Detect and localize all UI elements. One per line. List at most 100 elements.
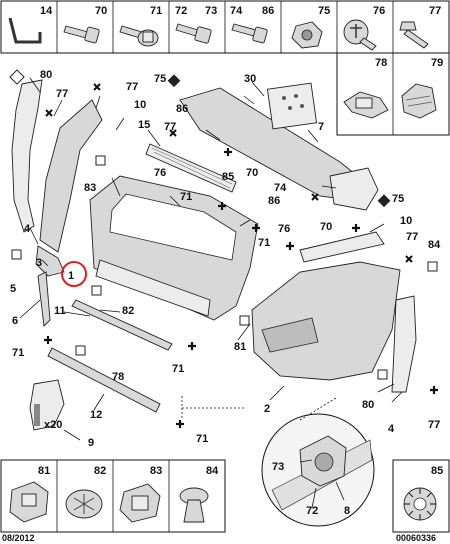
- bolt-icon: [175, 23, 212, 44]
- torx-screw-icon: [343, 19, 377, 51]
- lower-apron: [95, 259, 211, 317]
- callout-70: 70: [246, 167, 258, 179]
- callout-77-c: 77: [164, 121, 176, 133]
- cell-78-number: 78: [375, 57, 387, 69]
- callout-5: 5: [10, 283, 16, 295]
- callout-10: 10: [134, 99, 146, 111]
- cell-82-number: 82: [94, 465, 106, 477]
- callout-86: 86: [176, 103, 188, 115]
- cell-75-number: 75: [318, 5, 330, 17]
- open-square-marker: [9, 69, 25, 85]
- date-code: 08/2012: [2, 533, 35, 543]
- callout-1: 1: [68, 270, 74, 282]
- push-clip-icon: [9, 481, 49, 523]
- star-washer-icon: [65, 489, 103, 519]
- cell-74-number: 74: [230, 5, 243, 17]
- rivet-icon: [179, 487, 209, 523]
- bottom-right-cell: 85: [392, 459, 450, 533]
- callout-82: 82: [122, 305, 134, 317]
- bottom-parts-strip: 81 82 83 84: [0, 459, 226, 533]
- callout-73: 73: [272, 461, 284, 473]
- open-square-marker-5: [377, 369, 388, 380]
- right-wheelarch-trim: [391, 295, 417, 393]
- x20-quantity: x20: [44, 419, 62, 431]
- open-square-marker-7: [75, 345, 86, 356]
- callout-71-e: 71: [196, 433, 208, 445]
- callout-4-b: 4: [388, 423, 395, 435]
- callout-4: 4: [24, 223, 31, 235]
- open-square-marker-6: [427, 261, 438, 272]
- callout-80-b: 80: [362, 399, 374, 411]
- beam-end-bracket: [329, 167, 379, 211]
- hex-nut-icon: [291, 21, 323, 49]
- x-marker-4: [311, 193, 319, 201]
- callout-77-e: 77: [428, 419, 440, 431]
- left-lower-moulding: [37, 271, 51, 327]
- callout-70-b: 70: [320, 221, 332, 233]
- callout-12: 12: [90, 409, 102, 421]
- pan-screw-icon: [399, 21, 429, 49]
- plus-marker-7: [188, 342, 196, 350]
- cell-81-number: 81: [38, 465, 50, 477]
- left-headlamp-support: [39, 99, 103, 253]
- callout-75-b: 75: [392, 193, 404, 205]
- expansion-nut-icon: [401, 83, 437, 119]
- callout-71: 71: [180, 191, 192, 203]
- callout-15: 15: [138, 119, 150, 131]
- callout-71-b: 71: [258, 237, 270, 249]
- bumper-cover-right: [251, 261, 401, 381]
- leader-lines: [19, 77, 403, 509]
- callout-84: 84: [428, 239, 441, 251]
- open-square-marker-3: [91, 285, 102, 296]
- fastener-clip-assembly: [29, 379, 65, 431]
- cell-83-number: 83: [150, 465, 162, 477]
- cell-71-number: 71: [150, 5, 162, 17]
- open-square-marker-8: [11, 249, 22, 260]
- callout-3: 3: [36, 257, 42, 269]
- spring-clip-icon: [343, 91, 389, 119]
- plus-marker-9: [430, 386, 438, 394]
- callout-86-b: 86: [268, 195, 280, 207]
- gear-washer-icon: [403, 487, 437, 521]
- cell-84-number: 84: [206, 465, 219, 477]
- cell-72-number: 72: [175, 5, 187, 17]
- highlight-circle: [61, 261, 87, 287]
- lower-lip-strip: [71, 299, 173, 351]
- right-lip-trim: [299, 231, 385, 263]
- wire-clip-icon: [8, 17, 42, 44]
- filled-square-marker: [167, 74, 181, 88]
- x-marker-5: [405, 255, 413, 263]
- highlighted-callout-1: 1: [61, 261, 87, 287]
- plus-marker-2: [224, 148, 232, 156]
- plus-marker-4: [286, 242, 294, 250]
- callout-77: 77: [56, 88, 68, 100]
- retainer-clip-icon: [119, 483, 161, 523]
- callout-30: 30: [244, 73, 256, 85]
- callout-83: 83: [84, 182, 96, 194]
- plus-marker-8: [176, 420, 184, 428]
- detail-magnifier: [261, 397, 375, 527]
- callout-2: 2: [264, 403, 270, 415]
- callout-75: 75: [154, 73, 166, 85]
- filled-square-marker-2: [377, 194, 391, 208]
- callout-6: 6: [12, 315, 18, 327]
- callout-10-b: 10: [400, 215, 412, 227]
- plus-marker-3: [252, 224, 260, 232]
- cell-70-number: 70: [95, 5, 107, 17]
- callout-71-d: 71: [172, 363, 184, 375]
- left-wheelarch-trim: [11, 79, 43, 233]
- callout-labels: 80 77 4 77 10 75 86 77 30 7 15 76 83 70 …: [10, 69, 441, 517]
- cell-73-number: 73: [205, 5, 217, 17]
- cell-77-number: 77: [429, 5, 441, 17]
- cell-86-number: 86: [262, 5, 274, 17]
- reference-code: 00060336: [396, 533, 436, 543]
- bumper-corner-piece: [35, 245, 65, 277]
- cell-79-number: 79: [431, 57, 443, 69]
- open-square-marker-2: [95, 155, 106, 166]
- callout-74: 74: [274, 182, 287, 194]
- callout-77-d: 77: [406, 231, 418, 243]
- callout-11: 11: [54, 305, 66, 317]
- callout-77-b: 77: [126, 81, 138, 93]
- cell-85-number: 85: [431, 465, 443, 477]
